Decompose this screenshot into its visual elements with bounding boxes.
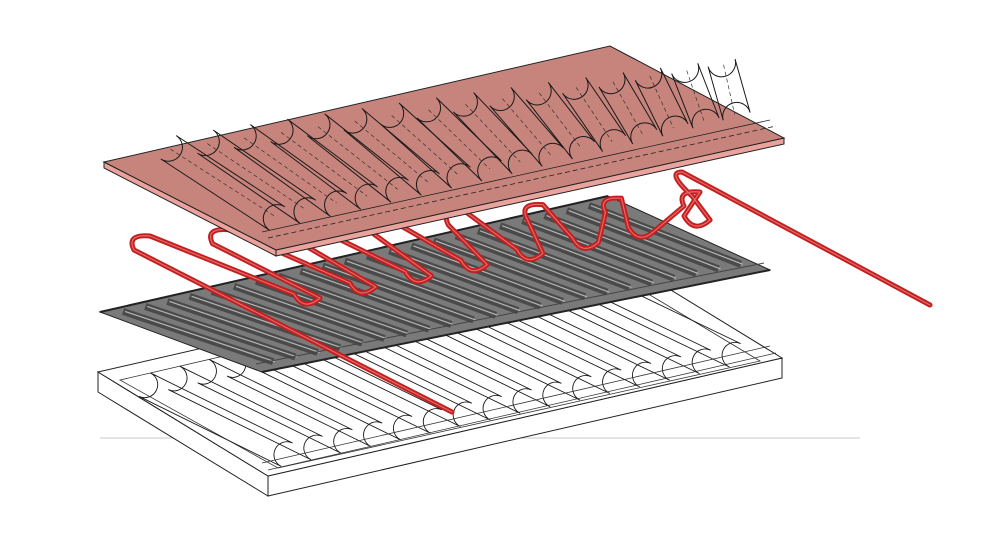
- top-plate-channel: [160, 135, 286, 231]
- top-plate-channel-centerline: [649, 75, 674, 129]
- heat-spreader-rib: [388, 247, 542, 310]
- top-plate-channel-centerline: [502, 98, 552, 156]
- top-plate-channel-centerline: [686, 70, 705, 122]
- top-plate-channel: [416, 97, 502, 182]
- heat-spreader-rib-highlight: [435, 240, 588, 298]
- heat-spreader-rib: [166, 298, 319, 356]
- top-plate-channel-centerline: [612, 81, 644, 136]
- top-plate-channel-centerline: [243, 137, 337, 204]
- top-plate-channel-centerline: [575, 87, 613, 142]
- top-plate-channel: [270, 118, 378, 210]
- heat-spreader-rib: [343, 257, 498, 319]
- top-plate-channel: [197, 129, 317, 224]
- heat-spreader-rib: [144, 303, 297, 361]
- heat-spreader-rib: [565, 207, 720, 273]
- base-panel-channel: [138, 372, 293, 467]
- top-plate-channel: [306, 113, 409, 203]
- heat-spreader-rib-highlight: [524, 220, 677, 279]
- heat-spreader-rib: [188, 293, 342, 352]
- heat-spreader-rib-highlight: [413, 245, 565, 302]
- top-plate: [102, 45, 786, 257]
- top-plate-channel-centerline: [317, 126, 399, 190]
- heat-spreader-rib-highlight: [546, 215, 699, 275]
- top-plate-channel-centerline: [280, 132, 368, 197]
- heat-spreader-rib: [454, 232, 609, 296]
- top-plate-channel-centerline: [354, 120, 429, 183]
- heat-spreader-rib-highlight: [147, 305, 298, 358]
- heat-spreader-rib-highlight: [324, 265, 476, 321]
- heat-spreader-rib-highlight: [590, 204, 744, 265]
- heat-spreader-rib-highlight: [457, 235, 610, 293]
- heat-spreader-rib-highlight: [191, 295, 343, 349]
- heat-spreader-rib-highlight: [346, 260, 499, 316]
- heat-spreader-rib: [432, 237, 587, 301]
- top-plate-top-face: [102, 45, 786, 251]
- heat-spreader-rib-highlight: [302, 270, 454, 326]
- heat-spreader-rib: [232, 282, 386, 342]
- heat-spreader-rib-highlight: [501, 225, 654, 284]
- heat-spreader-rib-highlight: [169, 300, 320, 353]
- heat-spreader-rib: [299, 267, 453, 328]
- heat-spreader-rib-highlight: [280, 275, 432, 330]
- heat-spreader-rib-highlight: [124, 310, 276, 363]
- heat-spreader-rib-highlight: [391, 250, 543, 307]
- top-plate-channel: [233, 124, 348, 217]
- heat-spreader-rib-highlight: [568, 210, 721, 270]
- top-plate-channel-centerline: [538, 92, 582, 149]
- top-plate-channel-centerline: [465, 103, 521, 163]
- top-plate-channel-centerline: [428, 109, 490, 170]
- heat-spreader-rib: [543, 212, 698, 277]
- heat-spreader-rib: [321, 262, 475, 324]
- top-plate-channel-centerline: [391, 115, 460, 176]
- heat-spreader-rib: [521, 217, 676, 282]
- heat-spreader-rib-highlight: [213, 290, 365, 344]
- heat-spreader-rib: [498, 222, 654, 287]
- heat-spreader-rib-highlight: [235, 285, 387, 340]
- top-plate-channel-centerline: [723, 64, 736, 115]
- top-plate-channel-centerline: [207, 143, 307, 211]
- heat-spreader-rib: [587, 202, 743, 268]
- heat-spreader-rib: [277, 272, 431, 333]
- heat-spreader-rib: [410, 242, 564, 305]
- heat-spreader-rib: [121, 308, 275, 366]
- top-plate-channel: [525, 82, 596, 160]
